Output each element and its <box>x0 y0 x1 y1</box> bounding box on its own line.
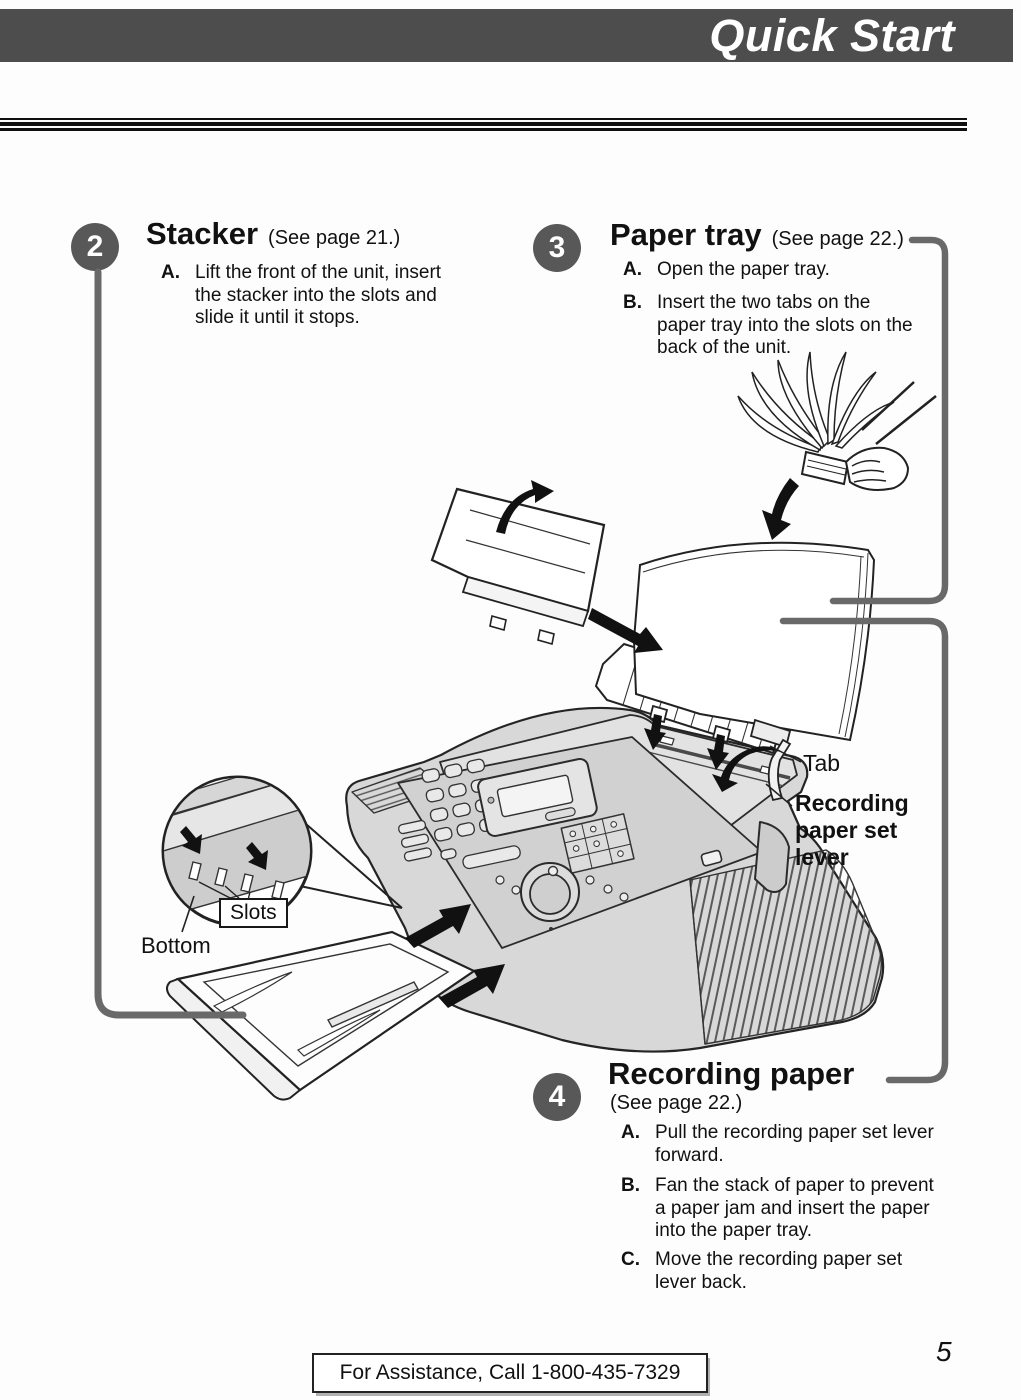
step-2-heading: Stacker (See page 21.) <box>146 216 400 252</box>
step-4-badge: 4 <box>533 1073 581 1121</box>
step-3-heading: Paper tray (See page 22.) <box>610 217 904 253</box>
page-number: 5 <box>936 1336 952 1367</box>
small-buttons <box>495 875 629 902</box>
item-label: B. <box>621 1175 640 1196</box>
step-2-item-a: A. Lift the front of the unit, insert th… <box>161 262 441 330</box>
step-3-item-b: B. Insert the two tabs on the paper tray… <box>623 292 913 360</box>
option-buttons <box>560 813 635 874</box>
step-2-number: 2 <box>86 230 104 263</box>
display <box>477 757 598 838</box>
recording-paper-set-lever-label: Recording paper set lever <box>795 790 909 870</box>
step-2-see-note: (See page 21.) <box>268 227 401 249</box>
assistance-box: For Assistance, Call 1-800-435-7329 <box>312 1353 708 1393</box>
step-3-title: Paper tray <box>610 217 762 252</box>
arrow-right-down-icon <box>588 608 663 653</box>
stacker-tray <box>166 930 477 1101</box>
curved-arrow-down-icon <box>762 478 799 540</box>
step-4-see-note: (See page 22.) <box>610 1092 743 1114</box>
recording-paper-sheet <box>632 541 876 742</box>
down-arrow-icon <box>707 734 729 770</box>
item-text: Lift the front of the unit, insert the s… <box>195 262 442 328</box>
curved-arrow-icon <box>712 746 781 792</box>
item-text: Fan the stack of paper to prevent a pape… <box>655 1175 934 1241</box>
arrow-up-right-icon <box>439 964 505 1008</box>
bottom-leader-line <box>181 895 195 933</box>
page-title: Quick Start <box>709 9 955 61</box>
item-label: A. <box>621 1122 640 1143</box>
arrow-up-right-icon <box>405 904 471 948</box>
item-text: Pull the recording paper set lever forwa… <box>655 1122 934 1166</box>
step-4-title: Recording paper <box>608 1056 855 1091</box>
slots-label: Slots <box>219 898 288 928</box>
deck-slots <box>659 735 775 776</box>
keypad <box>398 758 521 870</box>
step-3-item-a: A. Open the paper tray. <box>623 259 830 282</box>
tab-label: Tab <box>803 750 841 776</box>
item-text: Open the paper tray. <box>657 259 830 280</box>
step-4-number: 4 <box>548 1080 566 1113</box>
dial-knob <box>520 862 580 931</box>
step-4-item-b: B. Fan the stack of paper to prevent a p… <box>621 1175 934 1243</box>
lever-leader-line <box>765 783 793 807</box>
bottom-label: Bottom <box>141 933 211 958</box>
side-switch <box>700 849 723 867</box>
curved-arrow-icon <box>496 480 554 534</box>
item-text: Move the recording paper set lever back. <box>655 1249 903 1293</box>
down-arrow-icon <box>644 714 666 750</box>
step-2-badge: 2 <box>71 223 119 271</box>
paper-tray-inserted <box>594 642 792 770</box>
header-bar: Quick Start <box>0 9 1013 62</box>
lever-and-tab <box>712 718 802 807</box>
tab-leader-line <box>769 745 802 763</box>
step-3-number: 3 <box>548 231 566 264</box>
paper-tray-open <box>430 480 606 646</box>
hand <box>844 446 910 491</box>
step-2-title: Stacker <box>146 216 259 251</box>
item-label: B. <box>623 292 642 313</box>
double-rule <box>0 118 967 133</box>
step-3-badge: 3 <box>533 224 581 272</box>
step-3-see-note: (See page 22.) <box>771 228 904 250</box>
lever-housing <box>754 821 790 893</box>
recording-paper-set-lever <box>767 738 792 802</box>
item-label: C. <box>621 1249 640 1270</box>
step-4-item-a: A. Pull the recording paper set lever fo… <box>621 1122 934 1167</box>
item-text: Insert the two tabs on the paper tray in… <box>657 292 913 358</box>
step-4-heading: Recording paper <box>608 1056 854 1092</box>
assistance-text: For Assistance, Call 1-800-435-7329 <box>339 1361 681 1384</box>
item-label: A. <box>623 259 642 280</box>
step-4-item-c: C. Move the recording paper set lever ba… <box>621 1249 902 1294</box>
item-label: A. <box>161 262 180 283</box>
fanned-paper-hand <box>737 351 937 491</box>
